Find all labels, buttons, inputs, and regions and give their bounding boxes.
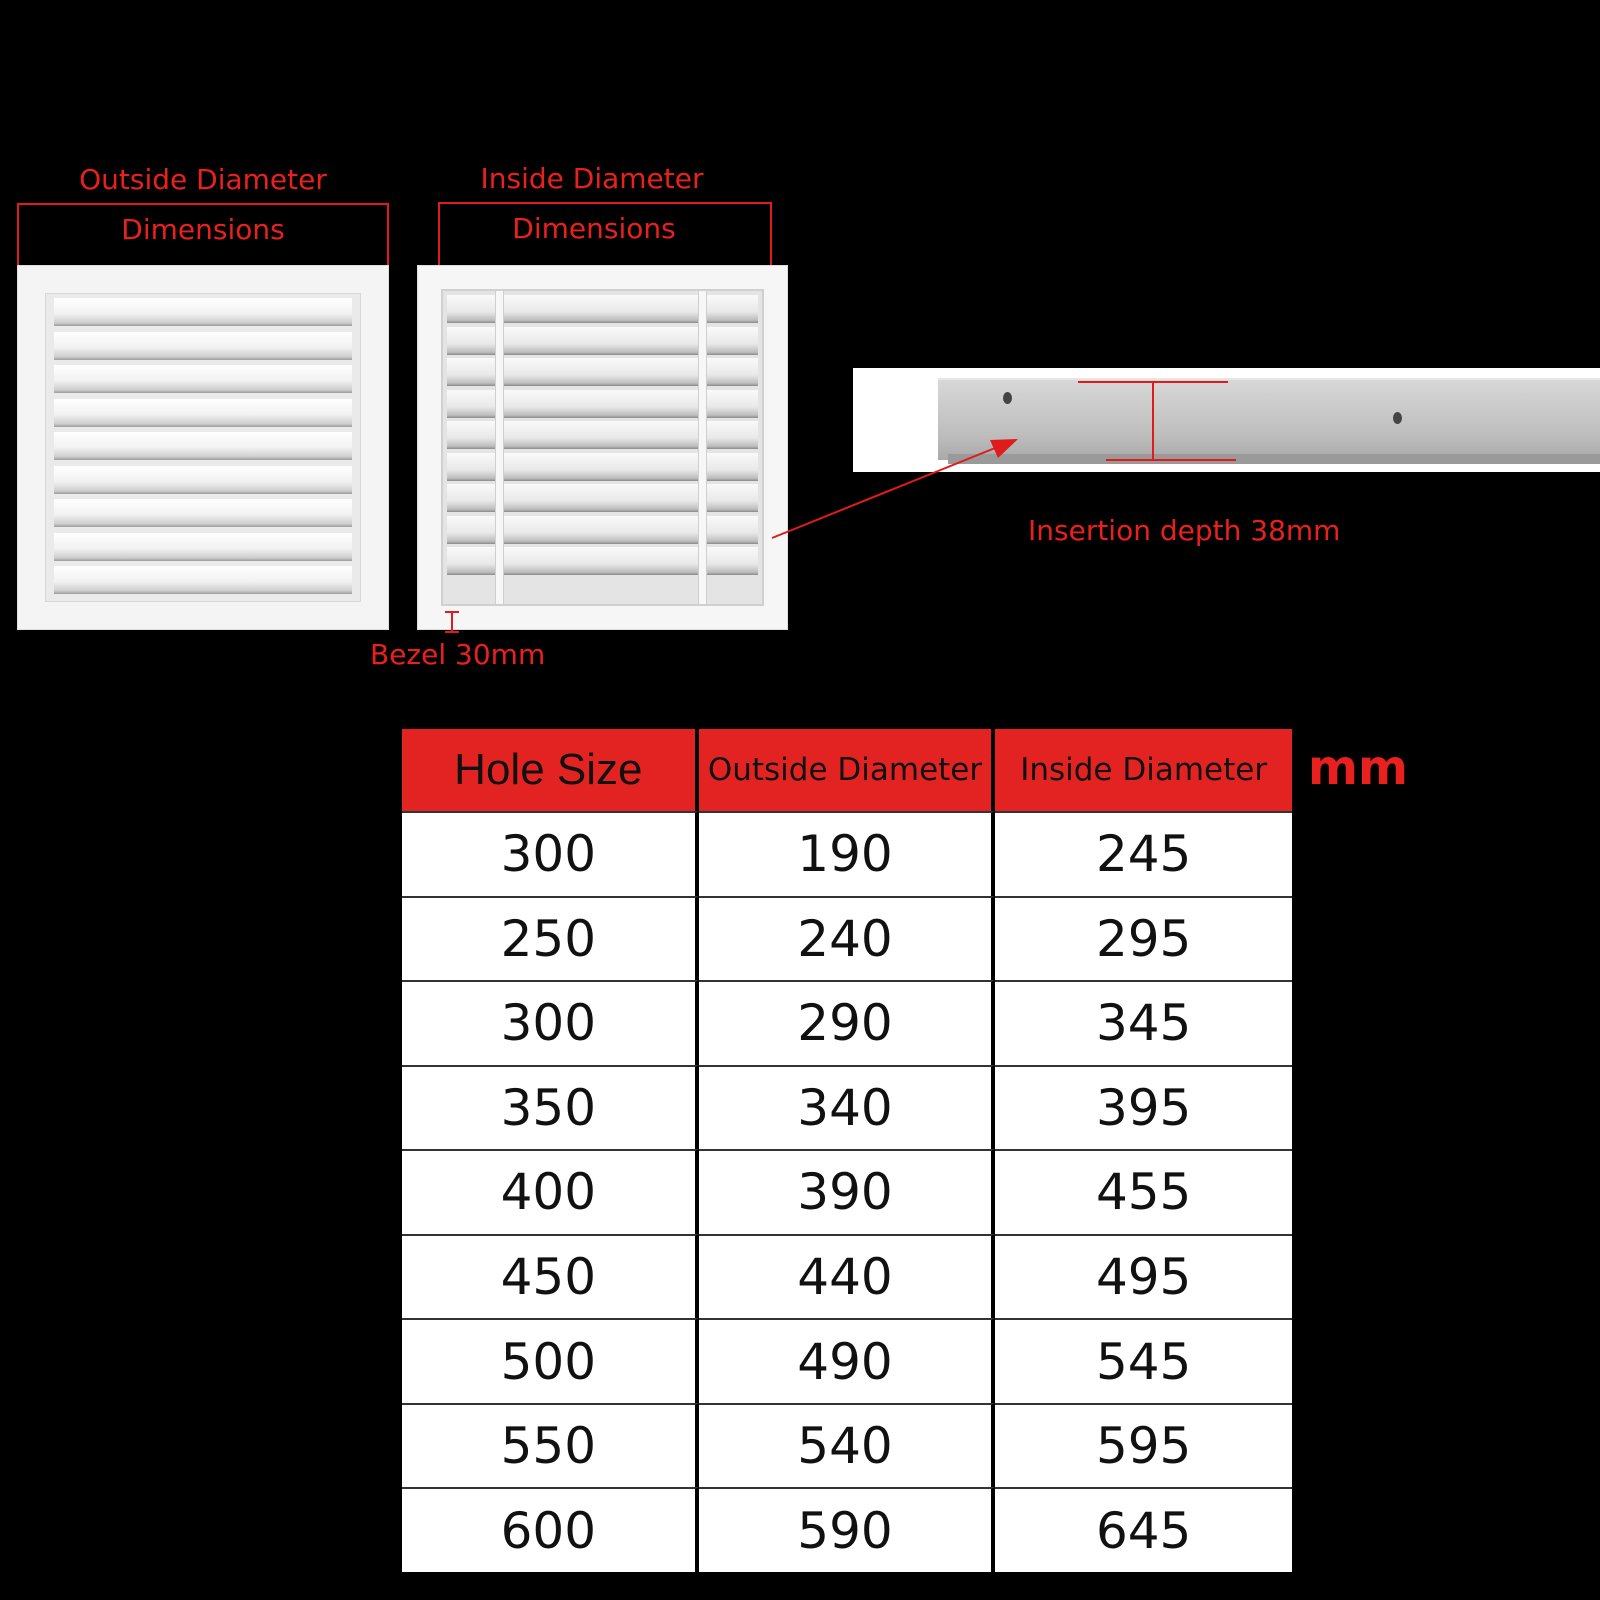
louver-slat — [54, 566, 352, 594]
outside-diameter-cell: 290 — [698, 980, 996, 1065]
screw-hole — [1003, 392, 1012, 404]
outside-diameter-cell: 340 — [698, 1064, 996, 1150]
inside-diameter-cell: 595 — [995, 1402, 1292, 1488]
outside-diameter-cell: 440 — [698, 1233, 996, 1319]
inside-diameter-cell: 645 — [995, 1487, 1292, 1572]
louver-slat — [54, 532, 352, 561]
louver-slat — [54, 365, 352, 393]
louver-slat — [54, 465, 352, 494]
rear-grille-image — [417, 265, 788, 630]
hole-size-cell: 300 — [402, 811, 699, 896]
insertion-depth-label: Insertion depth 38mm — [1028, 514, 1341, 547]
hole-size-cell: 300 — [402, 980, 699, 1065]
profile-lip — [948, 454, 1600, 464]
inside-bracket — [438, 202, 772, 294]
inside-diameter-cell: 495 — [995, 1233, 1292, 1319]
insertion-arrow — [771, 381, 1236, 539]
inside-diameter-title: Inside Diameter — [480, 162, 704, 195]
louver-slat — [54, 432, 352, 460]
hole-size-cell: 600 — [402, 1487, 699, 1572]
hole-size-cell: 250 — [402, 895, 699, 981]
inside-dimensions-label: Dimensions — [512, 212, 676, 245]
outside-diameter-cell: 390 — [698, 1149, 996, 1234]
inside-diameter-cell: 295 — [995, 895, 1292, 981]
outside-diameter-cell: 590 — [698, 1487, 996, 1572]
table-header-row: Hole Size Outside Diameter Inside Diamet… — [402, 729, 1292, 811]
dimensions-table: Hole Size Outside Diameter Inside Diamet… — [402, 729, 1292, 1572]
unit-label: mm — [1308, 740, 1409, 796]
inside-diameter-header: Inside Diameter — [995, 729, 1292, 811]
bezel-label: Bezel 30mm — [370, 638, 546, 671]
outside-diameter-cell: 240 — [698, 895, 996, 981]
inside-diameter-cell: 545 — [995, 1318, 1292, 1403]
outside-diameter-cell: 190 — [698, 811, 996, 896]
louver-slat — [54, 298, 352, 326]
hole-size-cell: 350 — [402, 1064, 699, 1150]
hole-size-cell: 550 — [402, 1402, 699, 1488]
outside-diameter-header: Outside Diameter — [698, 729, 996, 811]
louver-slat — [54, 398, 352, 427]
profile-channel — [938, 378, 1600, 460]
outside-dimensions-label: Dimensions — [121, 213, 285, 246]
hole-size-cell: 400 — [402, 1149, 699, 1234]
inside-diameter-cell: 245 — [995, 811, 1292, 896]
frame-profile-image — [853, 368, 1600, 472]
front-grille-image — [17, 265, 389, 630]
vertical-bar — [698, 291, 707, 604]
outside-diameter-cell: 540 — [698, 1402, 996, 1488]
louver-slat — [54, 331, 352, 360]
inside-diameter-cell: 455 — [995, 1149, 1292, 1234]
screw-hole — [1393, 412, 1402, 424]
vertical-bar — [495, 291, 504, 604]
inside-diameter-cell: 395 — [995, 1064, 1292, 1150]
inside-diameter-cell: 345 — [995, 980, 1292, 1065]
louver-slat — [54, 499, 352, 527]
outside-diameter-cell: 490 — [698, 1318, 996, 1403]
outside-bracket — [17, 203, 389, 269]
hole-size-cell: 450 — [402, 1233, 699, 1319]
hole-size-header: Hole Size — [402, 729, 699, 811]
bezel-marker — [445, 611, 459, 633]
outside-diameter-title: Outside Diameter — [79, 163, 327, 196]
hole-size-cell: 500 — [402, 1318, 699, 1403]
